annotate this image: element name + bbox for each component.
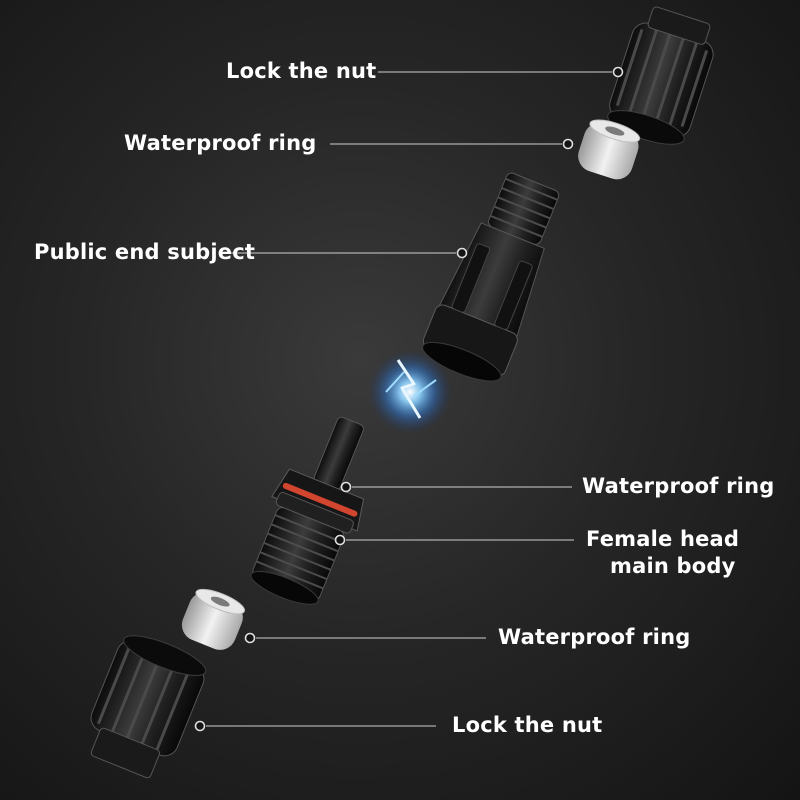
label-female-head-main-body: Female head main body	[586, 526, 739, 580]
marker-female-head	[334, 534, 346, 546]
label-text: main body	[610, 554, 736, 578]
leader-markers	[194, 66, 624, 732]
electric-spark	[368, 350, 452, 434]
top-seal-ring	[578, 119, 641, 180]
label-text: Public end subject	[34, 240, 256, 264]
label-waterproof-ring-top: Waterproof ring	[124, 130, 316, 157]
label-public-end-subject: Public end subject	[34, 239, 255, 266]
marker-lock-nut-top	[612, 66, 624, 78]
label-text: Lock the nut	[452, 713, 603, 737]
marker-waterproof-ring-middle	[340, 481, 352, 493]
leader-lines	[206, 71, 612, 727]
label-text: Waterproof ring	[124, 131, 317, 155]
label-waterproof-ring-middle: Waterproof ring	[582, 473, 774, 500]
label-lock-nut-bottom: Lock the nut	[452, 712, 602, 739]
label-lock-nut-top: Lock the nut	[226, 58, 376, 85]
label-text: Lock the nut	[226, 59, 377, 83]
marker-waterproof-ring-bottom	[244, 632, 256, 644]
marker-lock-nut-bottom	[194, 720, 206, 732]
label-text: Female head	[586, 527, 740, 551]
bottom-lock-nut	[90, 635, 207, 779]
bottom-seal-ring	[181, 588, 246, 650]
top-lock-nut	[607, 6, 714, 145]
marker-waterproof-ring-top	[562, 138, 574, 150]
marker-public-end-subject	[456, 247, 468, 259]
label-text: Waterproof ring	[498, 625, 691, 649]
label-waterproof-ring-bottom: Waterproof ring	[498, 624, 690, 651]
public-end-body	[422, 172, 560, 382]
female-head-body	[250, 416, 365, 605]
label-text: Waterproof ring	[582, 474, 775, 498]
